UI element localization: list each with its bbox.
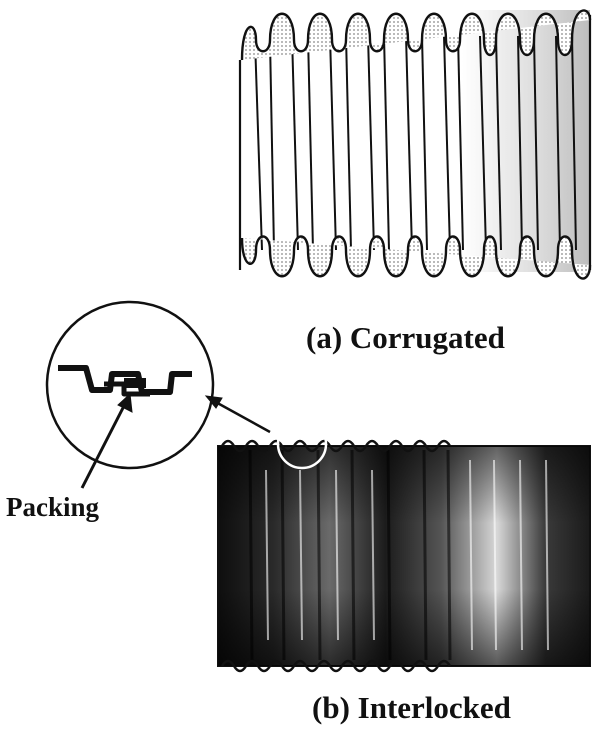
detail-arrow (204, 395, 271, 434)
interlocked-hose (217, 418, 591, 673)
corrugated-top-wall (240, 9, 592, 61)
detail-circle (45, 300, 215, 470)
caption-corrugated: (a) Corrugated (306, 320, 505, 355)
interlock-bottom-edge (220, 659, 452, 673)
detail-highlight-circle (276, 418, 328, 470)
corrugation-ribs (254, 35, 577, 251)
caption-interlocked: (b) Interlocked (312, 690, 511, 725)
interlock-profile-icon (58, 365, 192, 395)
corrugated-hose (238, 9, 592, 280)
corrugated-bottom-wall (240, 235, 592, 280)
interlock-top-edge (220, 439, 452, 453)
label-packing: Packing (6, 492, 100, 522)
packing-arrow (80, 392, 133, 489)
